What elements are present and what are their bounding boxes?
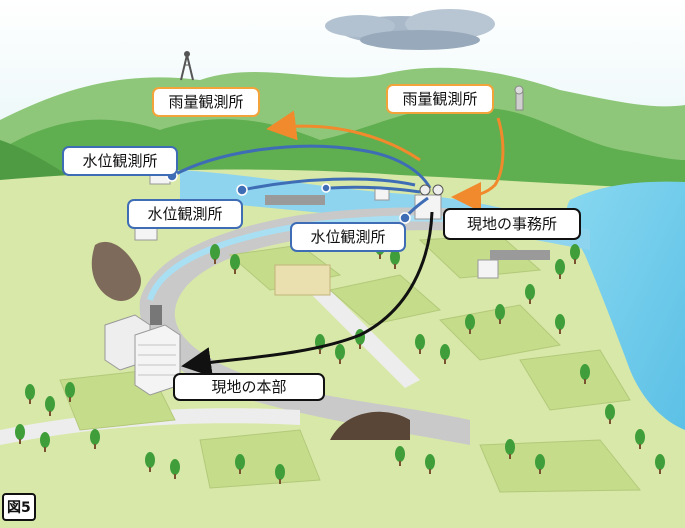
- fields: [59, 234, 642, 493]
- dam-structure-2: [490, 250, 550, 260]
- water-level-label-1: 水位観測所: [62, 146, 178, 176]
- water-level-links: [171, 144, 432, 219]
- tunnel-entrance: [330, 411, 410, 440]
- headquarters-building: [104, 305, 181, 396]
- field-office-building: [414, 194, 499, 279]
- rain-gauge-label-left: 雨量観測所: [152, 87, 260, 117]
- radio-tower-icon: [180, 51, 194, 81]
- rocky-cliff: [91, 241, 141, 301]
- dam-structure: [265, 195, 325, 205]
- headquarters-label: 現地の本部: [173, 373, 325, 401]
- rain-gauge-links: [266, 110, 505, 212]
- sea: [566, 181, 685, 430]
- water-level-label-3: 水位観測所: [290, 222, 406, 252]
- antenna-dish-icon: [514, 85, 524, 111]
- lower-road: [0, 408, 300, 445]
- gauge-hut-3: [374, 187, 390, 201]
- pump-station: [274, 264, 331, 296]
- cloud-icon: [325, 9, 495, 50]
- figure-label: 図5: [2, 493, 36, 521]
- field-office-dish: [419, 184, 444, 196]
- field-office-label: 現地の事務所: [443, 208, 581, 240]
- office-to-hq-link: [181, 211, 434, 377]
- rain-gauge-label-right: 雨量観測所: [386, 84, 494, 114]
- water-level-label-2: 水位観測所: [127, 199, 243, 229]
